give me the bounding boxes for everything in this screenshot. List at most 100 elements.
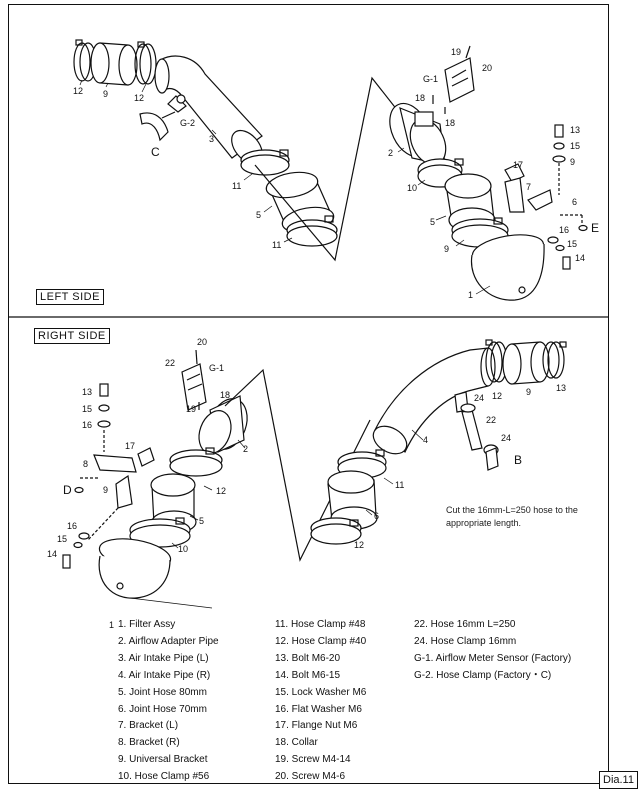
callout-18: 19 [186, 404, 196, 414]
legend-item: 14. Bolt M6-15 [275, 669, 341, 681]
callout-20: 20 [482, 63, 492, 73]
hose-clamp-12-left-b [134, 41, 157, 85]
callout-13: 13 [82, 387, 92, 397]
callout-14: 14 [575, 253, 585, 263]
legend-item: 22. Hose 16mm L=250 [414, 619, 516, 630]
airflow-adapter-pipe-2-left [389, 102, 447, 166]
air-intake-pipe-3 [154, 55, 263, 165]
callout-10: 9 [570, 157, 575, 167]
filter-assy-1-right [98, 538, 172, 599]
callout-19: 20 [197, 337, 207, 347]
callout-17: 17 [513, 160, 523, 170]
bracket-7-hardware [504, 124, 588, 270]
callout-16: 16 [67, 521, 77, 531]
callout-12: 12 [73, 86, 83, 96]
legend-item: 2. Airflow Adapter Pipe [118, 635, 219, 647]
legend-item: 19. Screw M4-14 [275, 754, 351, 766]
callout-18: 18 [220, 390, 230, 400]
callout-1-right: 1 [109, 620, 114, 630]
callout-c: C [151, 145, 160, 159]
legend-item: 10. Hose Clamp #56 [118, 771, 210, 783]
callout-22: 22 [486, 415, 496, 425]
legend-item: 15. Lock Washer M6 [275, 686, 367, 698]
callout-g1: G-1 [209, 363, 224, 373]
callout-15: 15 [82, 404, 92, 414]
legend-item: 1. Filter Assy [118, 619, 176, 630]
callout-5: 5 [199, 516, 204, 526]
callout-e: E [591, 221, 599, 235]
callout-12: 13 [556, 383, 566, 393]
hose-clamp-11-left-a [240, 149, 290, 176]
callout-11: 12 [216, 486, 226, 496]
legend-item: 9. Universal Bracket [118, 754, 208, 766]
callout-15: 15 [57, 534, 67, 544]
legend-item: 3. Air Intake Pipe (L) [118, 652, 209, 664]
legend-item: G-2. Hose Clamp (Factory・C) [414, 669, 552, 681]
callout-15: 15 [570, 141, 580, 151]
legend-item: 4. Air Intake Pipe (R) [118, 669, 211, 681]
callout-5: 5 [256, 210, 261, 220]
airflow-meter-sensor-g1-right [181, 349, 207, 411]
callout-7: 6 [572, 197, 577, 207]
airflow-meter-sensor-g1-left [432, 45, 475, 114]
callout-9: 9 [103, 485, 108, 495]
legend-item: 17. Flange Nut M6 [275, 720, 358, 732]
joint-hose-6-left [90, 42, 138, 86]
callout-9: 7 [526, 182, 531, 192]
hose-clamp-11-left-b [286, 215, 338, 247]
callout-20: 22 [165, 358, 175, 368]
callout-2: 2 [243, 444, 248, 454]
legend-item: 11. Hose Clamp #48 [275, 619, 366, 630]
callout-18: 18 [445, 118, 455, 128]
legend-item: 24. Hose Clamp 16mm [414, 635, 517, 647]
callout-11: 11 [395, 480, 404, 490]
legend-item: 16. Flat Washer M6 [275, 703, 362, 715]
callout-10: 10 [178, 544, 188, 554]
callout-15: 15 [567, 239, 577, 249]
legend-column-3: 22. Hose 16mm L=250 24. Hose Clamp 16mm … [414, 617, 571, 685]
legend-item: 7. Bracket (L) [118, 720, 179, 732]
callout-16: 16 [82, 420, 92, 430]
callout-5: 5 [430, 217, 435, 227]
zigzag-connector-left [254, 76, 406, 262]
callout-1: 1 [468, 290, 473, 300]
callout-17: 17 [125, 441, 135, 451]
callout-6: 9 [526, 387, 531, 397]
callout-10: 9 [444, 244, 449, 254]
hose-22-assembly [460, 403, 499, 471]
callout-12: 12 [492, 391, 502, 401]
hose-clamp-12-right-b [542, 341, 567, 379]
callout-4: 4 [423, 435, 428, 445]
legend-item: G-1. Airflow Meter Sensor (Factory) [414, 652, 572, 664]
legend-item: 13. Bolt M6-20 [275, 652, 341, 664]
callout-18: 18 [415, 93, 425, 103]
callout-5: 6 [374, 511, 379, 521]
callout-g1: G-1 [423, 74, 438, 84]
airflow-adapter-pipe-2-right [198, 395, 248, 454]
callout-11: 10 [407, 183, 417, 193]
callout-13: 13 [570, 125, 580, 135]
diagram-reference-label: Dia.11 [599, 771, 638, 789]
legend-item: 5. Joint Hose 80mm [118, 686, 207, 698]
legend-column-2: 11. Hose Clamp #48 12. Hose Clamp #40 13… [275, 617, 366, 786]
callout-19: 19 [451, 47, 461, 57]
callout-6: 9 [103, 89, 108, 99]
hose-clamp-10-left [451, 217, 509, 248]
callout-3: 3 [209, 134, 214, 144]
callout-8: 8 [83, 459, 88, 469]
callout-11: 11 [232, 181, 241, 191]
callout-11: 11 [272, 240, 281, 250]
callout-11: 12 [354, 540, 364, 550]
callout-d: D [63, 483, 72, 497]
factory-hose-clamp-g2 [139, 111, 176, 142]
joint-hose-6-right [502, 341, 550, 385]
callout-2: 2 [388, 148, 393, 158]
callout-16: 16 [559, 225, 569, 235]
legend-item: 6. Joint Hose 70mm [118, 703, 207, 715]
legend-item: 20. Screw M4-6 [275, 771, 346, 783]
hose-clamp-11-right-c [310, 517, 362, 545]
legend-item: 18. Collar [275, 737, 318, 749]
legend-item: 8. Bracket (R) [118, 737, 180, 749]
